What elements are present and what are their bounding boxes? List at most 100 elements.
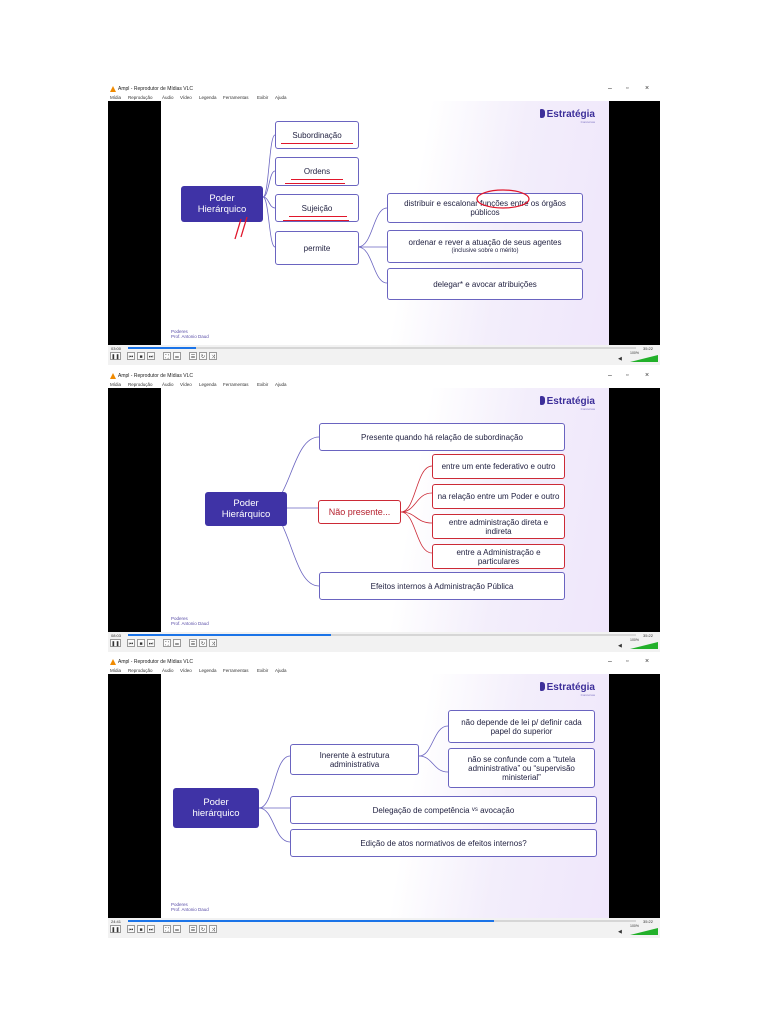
- fullscreen-icon[interactable]: ⛶: [163, 925, 171, 933]
- node-ente-federativo: entre um ente federativo e outro: [432, 454, 565, 479]
- playlist-icon[interactable]: ☰: [189, 925, 197, 933]
- elapsed-time: 24:41: [111, 919, 122, 924]
- menu-midia[interactable]: Mídia: [110, 382, 122, 387]
- prev-icon[interactable]: ⏮: [127, 352, 135, 360]
- shuffle-icon[interactable]: ⤨: [209, 925, 217, 933]
- node-subordinacao: Subordinação: [275, 121, 359, 149]
- menu-audio[interactable]: Áudio: [162, 382, 174, 387]
- menu-ferramentas[interactable]: Ferramentas: [223, 95, 249, 100]
- node-permite: permite: [275, 231, 359, 265]
- menu-legenda[interactable]: Legenda: [199, 95, 217, 100]
- menu-ferramentas[interactable]: Ferramentas: [223, 668, 249, 673]
- seek-bar[interactable]: [128, 634, 636, 636]
- playlist-icon[interactable]: ☰: [189, 352, 197, 360]
- minimize-icon[interactable]: –: [608, 85, 612, 92]
- node-ordens: Ordens: [275, 157, 359, 186]
- node-direta-indireta: entre administração direta e indireta: [432, 514, 565, 539]
- next-icon[interactable]: ⏭: [147, 352, 155, 360]
- stop-icon[interactable]: ■: [137, 352, 145, 360]
- avocacao-text: avocação: [480, 805, 515, 815]
- seek-bar[interactable]: [128, 920, 636, 922]
- logo-icon: [539, 396, 545, 405]
- next-icon[interactable]: ⏭: [147, 639, 155, 647]
- extended-settings-icon[interactable]: ⚌: [173, 352, 181, 360]
- menu-legenda[interactable]: Legenda: [199, 382, 217, 387]
- extended-settings-icon[interactable]: ⚌: [173, 639, 181, 647]
- menu-exibir[interactable]: Exibir: [257, 382, 269, 387]
- menu-reproducao[interactable]: Reprodução: [128, 382, 153, 387]
- speaker-icon: ◀: [618, 929, 622, 935]
- node-sujeicao: Sujeição: [275, 194, 359, 222]
- fullscreen-icon[interactable]: ⛶: [163, 639, 171, 647]
- menu-ajuda[interactable]: Ajuda: [275, 95, 287, 100]
- main-node: Poder Hierárquico: [181, 186, 263, 222]
- extended-settings-icon[interactable]: ⚌: [173, 925, 181, 933]
- prev-icon[interactable]: ⏮: [127, 925, 135, 933]
- menu-ajuda[interactable]: Ajuda: [275, 382, 287, 387]
- close-icon[interactable]: ×: [645, 658, 650, 665]
- volume-control[interactable]: ◀100%: [618, 924, 658, 936]
- loop-icon[interactable]: ↻: [199, 352, 207, 360]
- play-pause-icon[interactable]: ❚❚: [110, 639, 121, 647]
- connector-lines: [258, 725, 449, 843]
- volume-level: [630, 642, 658, 649]
- menu-ferramentas[interactable]: Ferramentas: [223, 382, 249, 387]
- menu-legenda[interactable]: Legenda: [199, 668, 217, 673]
- fullscreen-icon[interactable]: ⛶: [163, 352, 171, 360]
- menu-reproducao[interactable]: Reprodução: [128, 95, 153, 100]
- loop-icon[interactable]: ↻: [199, 639, 207, 647]
- seek-bar[interactable]: [128, 347, 636, 349]
- maximize-icon[interactable]: ▫: [626, 85, 629, 92]
- connector-lines: [262, 134, 388, 284]
- seek-progress: [128, 920, 494, 922]
- stop-icon[interactable]: ■: [137, 925, 145, 933]
- menu-video[interactable]: Vídeo: [180, 95, 192, 100]
- minimize-icon[interactable]: –: [608, 658, 612, 665]
- footer-line1: Poderes: [171, 902, 188, 907]
- shuffle-icon[interactable]: ⤨: [209, 639, 217, 647]
- node-ordenar: ordenar e rever a atuação de seus agente…: [387, 230, 583, 263]
- menu-midia[interactable]: Mídia: [110, 95, 122, 100]
- menu-ajuda[interactable]: Ajuda: [275, 668, 287, 673]
- menu-exibir[interactable]: Exibir: [257, 95, 269, 100]
- next-icon[interactable]: ⏭: [147, 925, 155, 933]
- volume-control[interactable]: ◀100%: [618, 638, 658, 650]
- loop-icon[interactable]: ↻: [199, 925, 207, 933]
- stop-icon[interactable]: ■: [137, 639, 145, 647]
- play-pause-icon[interactable]: ❚❚: [110, 925, 121, 933]
- total-time: 35:22: [643, 633, 654, 638]
- annotation-underline-5: [283, 220, 349, 221]
- close-icon[interactable]: ×: [645, 372, 650, 379]
- shuffle-icon[interactable]: ⤨: [209, 352, 217, 360]
- menu-exibir[interactable]: Exibir: [257, 668, 269, 673]
- prev-icon[interactable]: ⏮: [127, 639, 135, 647]
- volume-control[interactable]: ◀100%: [618, 351, 658, 363]
- annotation-underline-4: [289, 216, 347, 217]
- menu-reproducao[interactable]: Reprodução: [128, 668, 153, 673]
- playlist-icon[interactable]: ☰: [189, 639, 197, 647]
- menu-midia[interactable]: Mídia: [110, 668, 122, 673]
- footer-line2: Prof. Antonio Daud: [171, 907, 209, 912]
- logo-icon: [539, 109, 545, 118]
- menu-audio[interactable]: Áudio: [162, 668, 174, 673]
- close-icon[interactable]: ×: [645, 85, 650, 92]
- menu-video[interactable]: Vídeo: [180, 382, 192, 387]
- seek-progress: [128, 634, 332, 636]
- maximize-icon[interactable]: ▫: [626, 658, 629, 665]
- menu-video[interactable]: Vídeo: [180, 668, 192, 673]
- delegar-text: delegar* e avocar atribuições: [433, 279, 537, 289]
- title-bar: Ampl - Reprodutor de Mídias VLC – ▫ ×: [108, 372, 660, 381]
- node-distribuir: distribuir e escalonar funções entre os …: [387, 193, 583, 223]
- annotation-underline-2: [291, 179, 343, 180]
- play-pause-icon[interactable]: ❚❚: [110, 352, 121, 360]
- minimize-icon[interactable]: –: [608, 372, 612, 379]
- menu-audio[interactable]: Áudio: [162, 95, 174, 100]
- menu-bar: Mídia Reprodução Áudio Vídeo Legenda Fer…: [108, 94, 660, 101]
- annotation-underline-3: [285, 183, 345, 184]
- maximize-icon[interactable]: ▫: [626, 372, 629, 379]
